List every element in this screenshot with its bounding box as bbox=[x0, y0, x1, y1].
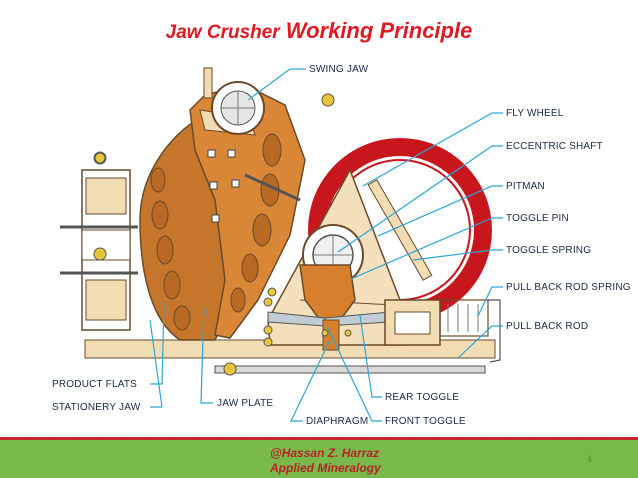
label-pull-back-rod: PULL BACK ROD bbox=[506, 321, 589, 332]
footer-author: @Hassan Z. Harraz bbox=[270, 446, 380, 460]
label-jaw-plate: JAW PLATE bbox=[217, 398, 274, 409]
label-diaphragm: DIAPHRAGM bbox=[306, 416, 369, 427]
label-toggle-pin: TOGGLE PIN bbox=[506, 213, 569, 224]
label-pull-back-rod-spring: PULL BACK ROD SPRING bbox=[506, 282, 631, 293]
footer-credit: @Hassan Z. Harraz Applied Mineralogy bbox=[270, 446, 381, 476]
label-pitman: PITMAN bbox=[506, 181, 545, 192]
swing-jaw-shaft bbox=[203, 67, 265, 135]
label-product-flats: PRODUCT FLATS bbox=[52, 379, 138, 390]
swing-jaw-teeth bbox=[230, 133, 282, 313]
pull-back-rod-spring bbox=[439, 299, 489, 337]
label-toggle-spring: TOGGLE SPRING bbox=[506, 245, 592, 256]
footer-bar bbox=[0, 440, 638, 478]
leader-lines bbox=[149, 68, 503, 422]
label-fly-wheel: FLY WHEEL bbox=[506, 108, 564, 119]
jaw-plate-teeth bbox=[150, 167, 191, 331]
title-working-principle: Working Principle bbox=[285, 18, 473, 43]
label-front-toggle: FRONT TOGGLE bbox=[385, 416, 466, 427]
label-rear-toggle: REAR TOGGLE bbox=[385, 392, 460, 403]
page-number: 4 bbox=[586, 454, 592, 464]
footer-divider bbox=[0, 437, 638, 440]
toggle-spring-housing bbox=[367, 179, 433, 281]
left-frame bbox=[60, 151, 138, 331]
label-swing-jaw: SWING JAW bbox=[309, 64, 369, 75]
label-stationery-jaw: STATIONERY JAW bbox=[52, 402, 141, 413]
label-eccentric-shaft: ECCENTRIC SHAFT bbox=[506, 141, 603, 152]
footer-course: Applied Mineralogy bbox=[270, 461, 381, 475]
title-jaw-crusher: Jaw Crusher bbox=[165, 22, 280, 43]
pull-back-rod-end bbox=[223, 362, 237, 376]
pull-back-rod bbox=[214, 365, 486, 374]
